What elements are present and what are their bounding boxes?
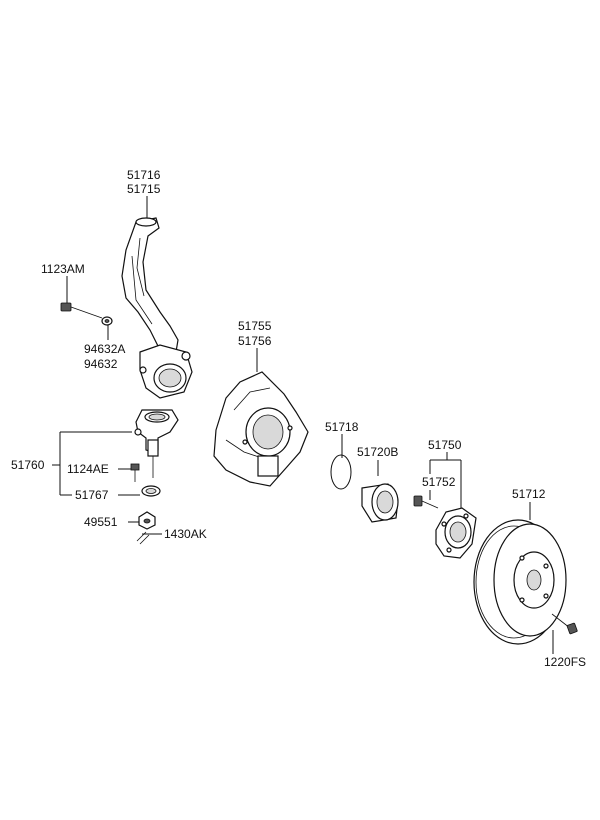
label-94632: 94632 bbox=[84, 357, 118, 371]
nut-49551-part bbox=[138, 511, 156, 530]
label-1124ae: 1124AE bbox=[67, 462, 109, 476]
dust-cover-51767-part bbox=[141, 485, 161, 497]
disc-screw-part bbox=[551, 613, 578, 635]
label-51767: 51767 bbox=[75, 488, 109, 502]
label-51712: 51712 bbox=[512, 487, 546, 501]
label-49551: 49551 bbox=[84, 515, 118, 529]
snap-ring-part bbox=[330, 454, 352, 490]
label-1220fs: 1220FS bbox=[544, 655, 586, 669]
label-51716: 51716 bbox=[127, 168, 161, 182]
lower-arm-part bbox=[134, 409, 179, 478]
label-94632a: 94632A bbox=[84, 342, 125, 356]
brake-disc-part bbox=[473, 519, 567, 645]
label-1430ak: 1430AK bbox=[164, 527, 207, 541]
wheel-bearing-part bbox=[361, 483, 399, 523]
label-51755: 51755 bbox=[238, 319, 272, 333]
label-1123am: 1123AM bbox=[41, 262, 85, 276]
bolt-1123am-part bbox=[60, 302, 103, 319]
hub-bolt-part bbox=[413, 495, 439, 509]
bolt-1124ae-part bbox=[130, 463, 140, 482]
wheel-hub-part bbox=[435, 507, 477, 559]
label-51756: 51756 bbox=[238, 334, 272, 348]
label-51760: 51760 bbox=[11, 458, 45, 472]
label-51715: 51715 bbox=[127, 182, 161, 196]
part-labels: 51716 51715 1123AM 94632A 94632 51755 51… bbox=[11, 168, 586, 669]
dust-cover-part bbox=[213, 371, 309, 487]
label-51718: 51718 bbox=[325, 420, 359, 434]
split-pin-1430ak-part bbox=[136, 531, 150, 545]
label-51752: 51752 bbox=[422, 475, 456, 489]
label-51720b: 51720B bbox=[357, 445, 398, 459]
steering-knuckle-part bbox=[121, 217, 193, 399]
label-51750: 51750 bbox=[428, 438, 462, 452]
washer-94632a-part bbox=[101, 316, 113, 326]
